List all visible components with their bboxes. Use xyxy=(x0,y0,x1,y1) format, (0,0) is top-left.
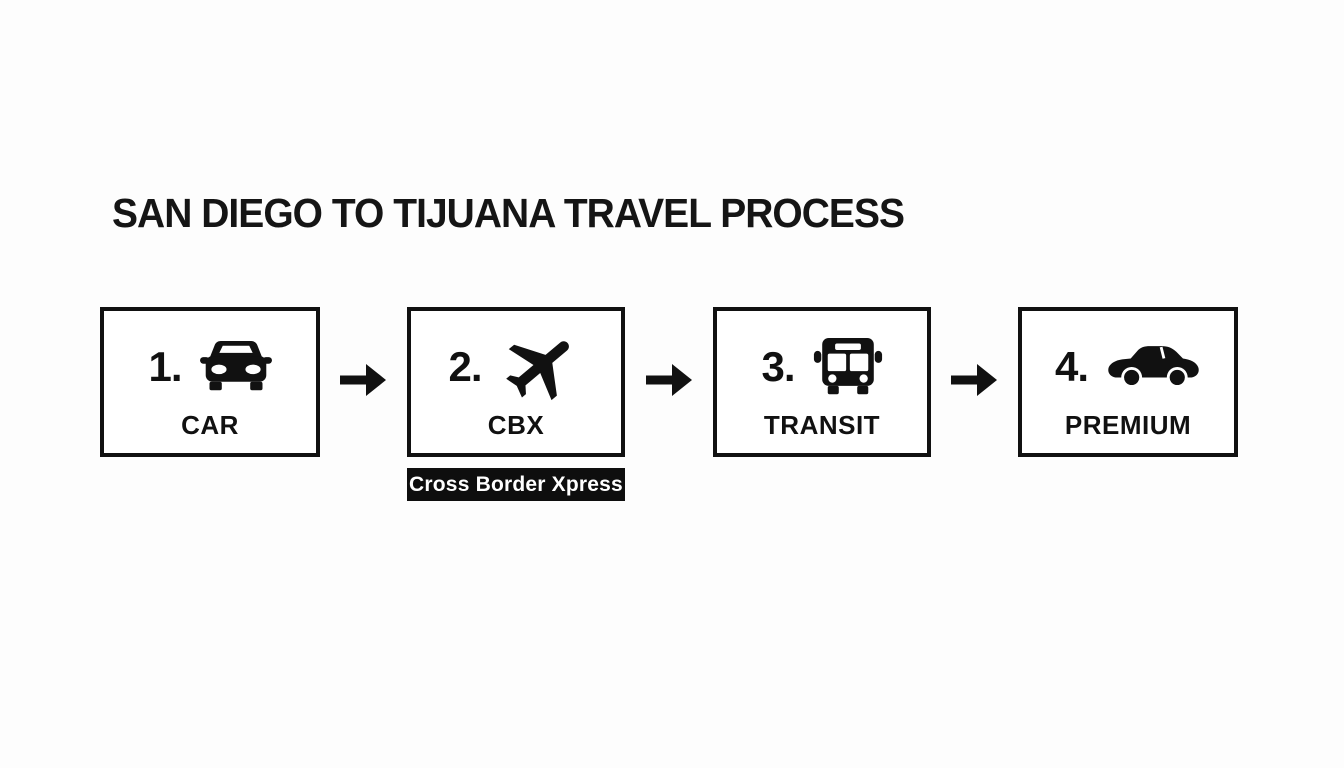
step-label: CBX xyxy=(487,410,545,440)
step-box-cbx: 2. CBX xyxy=(407,307,625,457)
step-number: 3. xyxy=(761,343,795,390)
step-label: CAR xyxy=(181,410,239,440)
step-head: 2. xyxy=(448,326,583,408)
step-box-transit: 3. TRANSIT xyxy=(713,307,931,457)
step-head: 1. xyxy=(148,326,272,408)
bus-front-icon xyxy=(813,337,883,398)
step-head: 3. xyxy=(761,326,882,408)
step-label: TRANSIT xyxy=(763,410,881,440)
sedan-side-icon xyxy=(1106,345,1201,389)
step-box-car: 1. CAR xyxy=(100,307,320,457)
step-number: 2. xyxy=(448,343,482,390)
arrow-right-icon xyxy=(646,363,692,397)
arrow-right-icon xyxy=(340,363,386,397)
step-number: 4. xyxy=(1054,343,1089,390)
step-number: 1. xyxy=(148,343,182,390)
airplane-icon xyxy=(500,325,584,409)
step-head: 4. xyxy=(1055,326,1201,408)
step-label: PREMIUM xyxy=(1064,410,1192,440)
arrow-right-icon xyxy=(951,363,997,397)
cbx-badge: Cross Border Xpress xyxy=(407,468,625,501)
page-title: SAN DIEGO TO TIJUANA TRAVEL PROCESS xyxy=(112,190,905,236)
car-front-icon xyxy=(199,340,272,394)
step-box-premium: 4. PREMIUM xyxy=(1018,307,1238,457)
